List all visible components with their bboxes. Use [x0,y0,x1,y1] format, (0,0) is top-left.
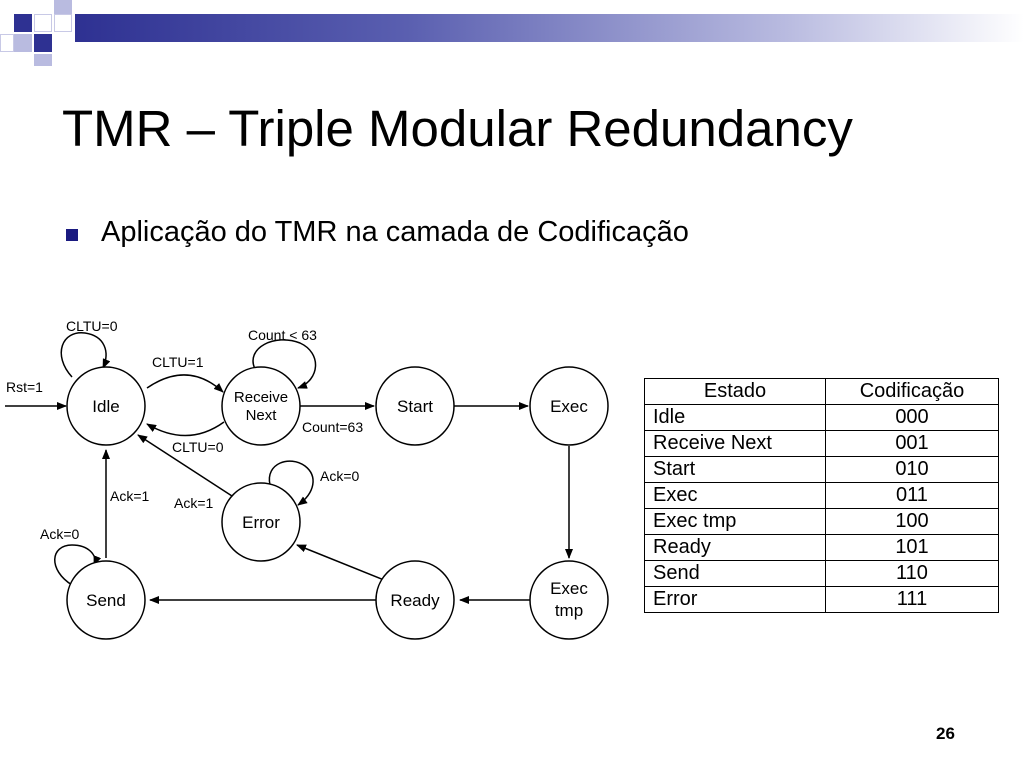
state-ready [375,560,455,640]
page-number: 26 [936,724,955,743]
table-cell-state: Ready [644,534,826,561]
table-header-row: Estado Codificação [644,378,999,405]
slide-title: TMR – Triple Modular Redundancy [62,100,853,157]
label-ack1-send: Ack=1 [110,488,150,504]
table-header-estado: Estado [644,378,826,405]
table-cell-state: Error [644,586,826,613]
header-square-1 [14,14,32,32]
table-cell-code: 000 [825,404,999,431]
header-gradient-bar [75,14,1024,42]
bullet-text: Aplicação do TMR na camada de Codificaçã… [101,216,689,248]
header-square-5 [0,34,14,52]
table-cell-state: Idle [644,404,826,431]
state-start-label: Start [397,397,433,416]
state-receive-label-1: Receive [234,389,288,406]
table-cell-state: Exec [644,482,826,509]
edge-idle-loop [60,332,111,378]
table-cell-code: 001 [825,430,999,457]
table-cell-code: 100 [825,508,999,535]
edge-ready-to-error [296,544,385,581]
state-receive-next [221,366,301,446]
state-exectmp-label-2: tmp [555,601,583,620]
state-send-label: Send [86,591,126,610]
state-machine-diagram: Idle Receive Next Start Exec Error Send … [5,318,609,640]
state-receive-label-2: Next [246,407,278,424]
label-cltu0-back: CLTU=0 [172,439,224,455]
header-square-4 [54,14,72,32]
label-cltu1: CLTU=1 [152,354,204,370]
header-square-2 [34,14,52,32]
table-cell-code: 110 [825,560,999,587]
table-cell-state: Start [644,456,826,483]
table-cell-state: Receive Next [644,430,826,457]
table-cell-code: 111 [825,586,999,613]
edge-send-loop [54,544,102,586]
state-exec-label: Exec [550,397,588,416]
header-square-8 [34,54,52,66]
label-cltu0-loop: CLTU=0 [66,318,118,334]
header-square-3 [54,0,72,14]
state-idle [66,366,146,446]
state-send [66,560,146,640]
label-ack1-error: Ack=1 [174,495,214,511]
table-cell-code: 011 [825,482,999,509]
table-cell-state: Exec tmp [644,508,826,535]
state-exec-tmp [529,560,609,640]
edge-error-to-idle [137,434,233,497]
label-rst: Rst=1 [6,379,43,395]
state-idle-label: Idle [92,397,119,416]
state-start [375,366,455,446]
bullet-square-icon [66,229,78,241]
label-count-eq: Count=63 [302,419,363,435]
state-error-label: Error [242,513,280,532]
state-exectmp-label-1: Exec [550,579,588,598]
table-cell-state: Send [644,560,826,587]
label-ack0-error: Ack=0 [320,468,360,484]
state-error [221,482,301,562]
edge-idle-to-receive [146,374,224,393]
table-header-codificacao: Codificação [825,378,999,405]
label-count-lt: Count < 63 [248,327,317,343]
state-exec [529,366,609,446]
state-ready-label: Ready [390,591,440,610]
table-cell-code: 101 [825,534,999,561]
header-square-7 [14,34,32,52]
edge-receive-loop [252,339,317,389]
edge-receive-to-idle [146,421,225,437]
label-ack0-send: Ack=0 [40,526,80,542]
table-cell-code: 010 [825,456,999,483]
header-square-6 [34,34,52,52]
edge-error-loop [268,460,314,506]
